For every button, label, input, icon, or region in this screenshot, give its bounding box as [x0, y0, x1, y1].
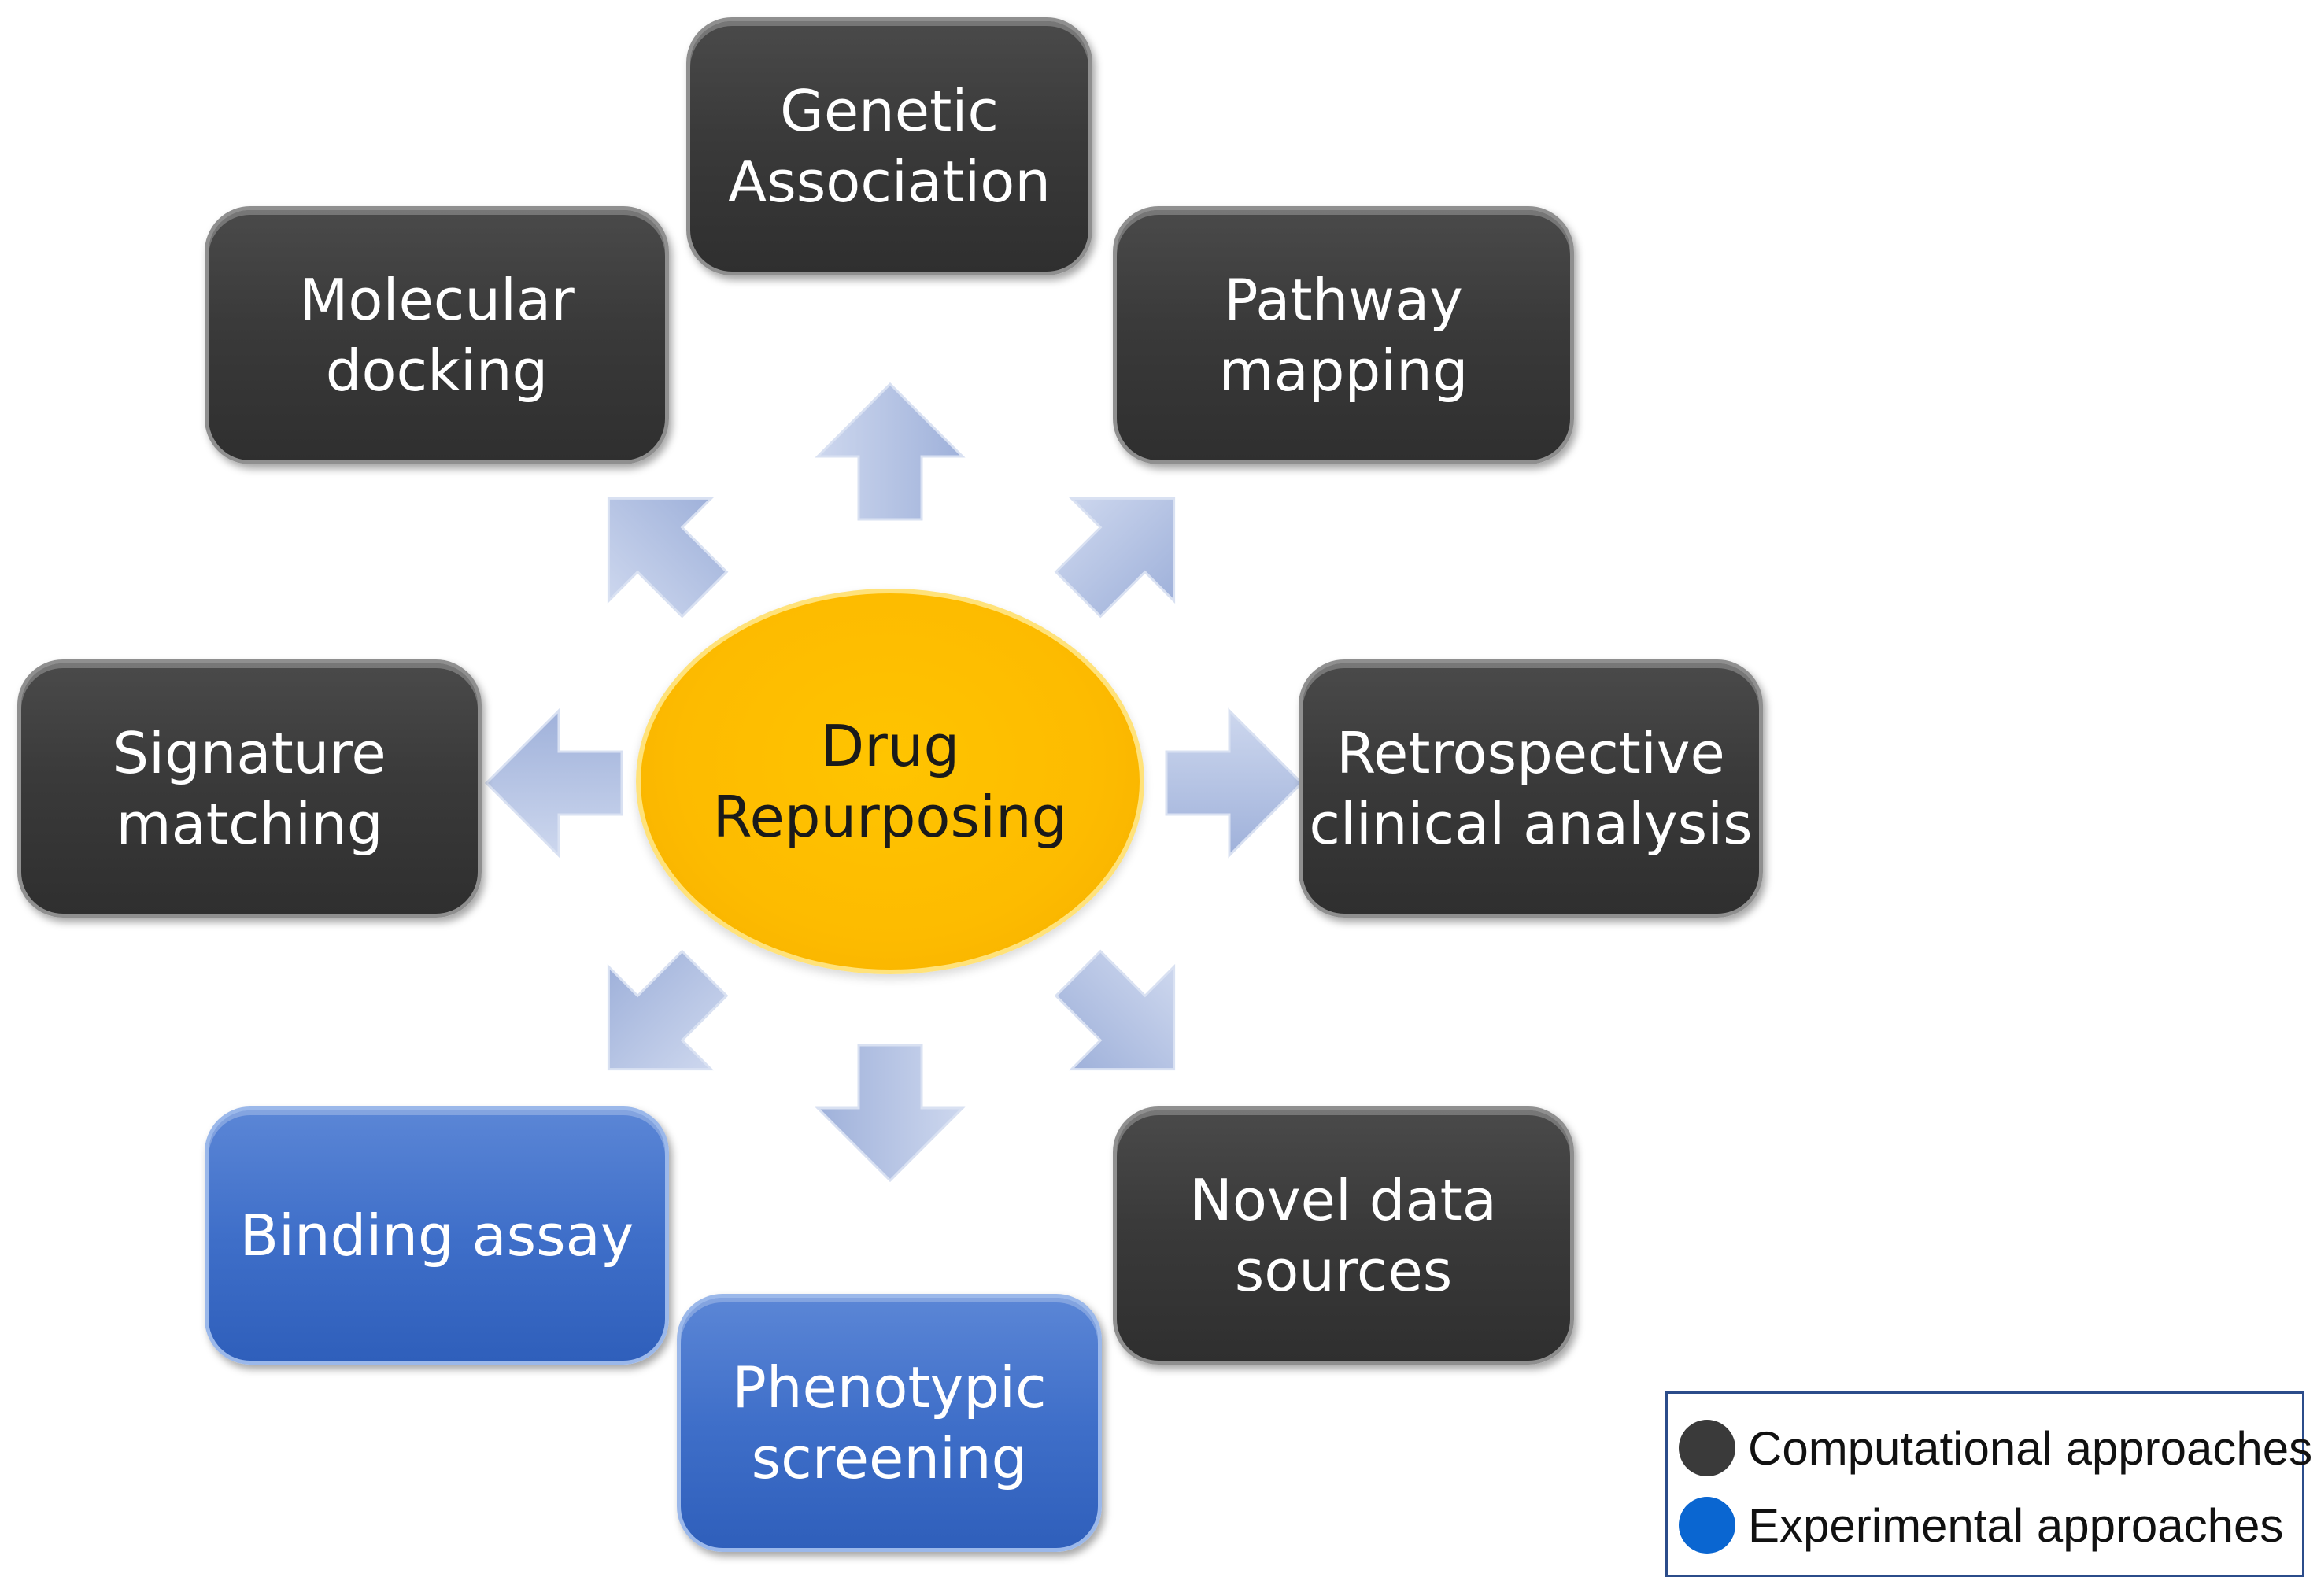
arrow-right [1165, 707, 1304, 859]
arrow-down-left [607, 949, 729, 1071]
node-binding-assay: Binding assay [205, 1106, 669, 1365]
legend: Computational approaches Experimental ap… [1665, 1391, 2312, 1577]
node-retrospective-clinical-analysis: Retrospective clinical analysis [1299, 659, 1763, 918]
legend-label-computational: Computational approaches [1748, 1421, 2313, 1475]
node-phenotypic-screening: Phenotypic screening [677, 1294, 1102, 1552]
center-drug-repurposing: Drug Repurposing [636, 589, 1144, 974]
node-binding-assay-label: Binding assay [239, 1203, 634, 1269]
legend-item-computational: Computational approaches [1679, 1409, 2312, 1487]
node-novel-data-sources-label: Novel data sources [1190, 1167, 1497, 1304]
arrow-up [815, 382, 966, 521]
node-pathway-mapping-label: Pathway mapping [1218, 267, 1469, 404]
node-signature-matching: Signature matching [17, 659, 482, 918]
legend-dot-computational [1679, 1420, 1735, 1476]
arrow-down-right [1054, 949, 1176, 1071]
node-novel-data-sources: Novel data sources [1113, 1106, 1574, 1365]
legend-dot-experimental [1679, 1497, 1735, 1554]
node-molecular-docking: Molecular docking [205, 206, 669, 464]
node-signature-matching-label: Signature matching [113, 720, 386, 857]
node-pathway-mapping: Pathway mapping [1113, 206, 1574, 464]
node-retrospective-clinical-analysis-label: Retrospective clinical analysis [1309, 720, 1753, 857]
arrow-down [815, 1044, 966, 1183]
node-phenotypic-screening-label: Phenotypic screening [732, 1354, 1047, 1491]
legend-label-experimental: Experimental approaches [1748, 1498, 2284, 1552]
node-genetic-association-label: Genetic Association [728, 78, 1051, 215]
node-molecular-docking-label: Molecular docking [299, 267, 575, 404]
arrow-up-left [607, 497, 729, 619]
legend-item-experimental: Experimental approaches [1679, 1487, 2291, 1564]
arrow-up-right [1054, 497, 1176, 619]
arrow-left [484, 707, 623, 859]
node-genetic-association: Genetic Association [686, 17, 1092, 275]
center-label: Drug Repurposing [712, 713, 1068, 850]
